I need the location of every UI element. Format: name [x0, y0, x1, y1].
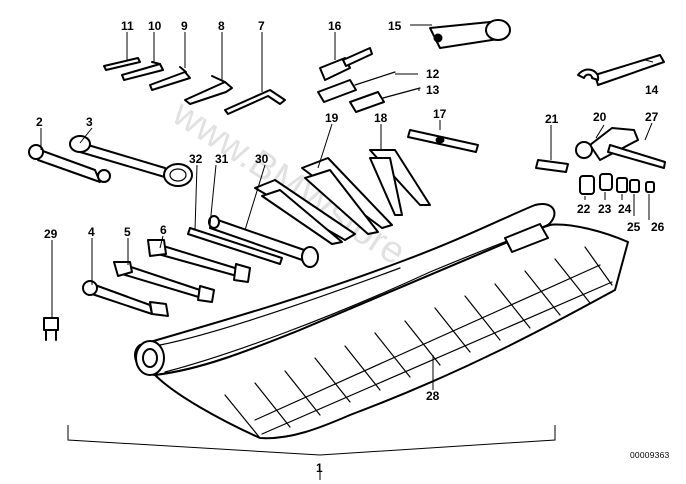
ratchet-20	[575, 127, 639, 161]
rod-32	[187, 227, 283, 265]
callout-23: 23	[598, 202, 612, 216]
callout-15: 15	[388, 19, 402, 33]
tool-roll	[134, 203, 629, 440]
tester-17	[407, 129, 479, 153]
callout-1: 1	[316, 461, 323, 475]
callout-8: 8	[218, 19, 225, 33]
callout-27: 27	[645, 110, 659, 124]
callout-9: 9	[181, 19, 188, 33]
socket-tube-15	[429, 19, 511, 49]
wrench-4	[82, 280, 169, 317]
callout-17: 17	[433, 107, 447, 121]
callout-22: 22	[577, 202, 591, 216]
screwdriver-16	[319, 47, 373, 81]
pliers-19	[301, 157, 393, 235]
callout-19: 19	[325, 111, 339, 125]
callout-18: 18	[374, 111, 388, 125]
callout-25: 25	[627, 220, 641, 234]
callout-7: 7	[258, 19, 265, 33]
callout-6: 6	[160, 223, 167, 237]
assembly-brace	[67, 425, 556, 456]
fuse-29	[43, 317, 59, 341]
callout-28: 28	[426, 389, 440, 403]
wrench-2	[28, 144, 111, 183]
screwdriver-12	[317, 71, 396, 103]
callout-29: 29	[44, 227, 58, 241]
wrench-3	[69, 135, 193, 187]
allen-keys	[103, 57, 286, 115]
callout-32: 32	[189, 152, 203, 166]
callout-16: 16	[328, 19, 342, 33]
callout-30: 30	[255, 152, 269, 166]
sockets	[579, 173, 655, 195]
tbar-27	[607, 144, 666, 169]
callout-31: 31	[215, 152, 229, 166]
pliers-30	[254, 179, 356, 245]
rod-31	[208, 215, 319, 268]
callout-24: 24	[618, 202, 632, 216]
callout-2: 2	[36, 115, 43, 129]
callout-3: 3	[86, 115, 93, 129]
callout-labels: 11 10 9 8 7 16 15 12 13 14 2 3 17 18 19 …	[36, 19, 665, 475]
callout-4: 4	[88, 225, 95, 239]
wrench-5	[113, 261, 215, 303]
callout-5: 5	[124, 225, 131, 239]
callout-26: 26	[651, 220, 665, 234]
callout-12: 12	[426, 67, 440, 81]
callout-14: 14	[645, 83, 659, 97]
callout-13: 13	[426, 83, 440, 97]
leader-lines	[40, 24, 654, 480]
callout-20: 20	[593, 110, 607, 124]
wrench-6	[147, 239, 251, 283]
callout-11: 11	[121, 19, 134, 33]
callout-21: 21	[545, 112, 559, 126]
document-number: 00009363	[630, 450, 669, 460]
pliers-18	[369, 149, 431, 216]
callout-10: 10	[148, 19, 162, 33]
wrench-14	[577, 54, 665, 86]
screwdriver-13	[349, 87, 421, 113]
extension-21	[535, 159, 569, 173]
